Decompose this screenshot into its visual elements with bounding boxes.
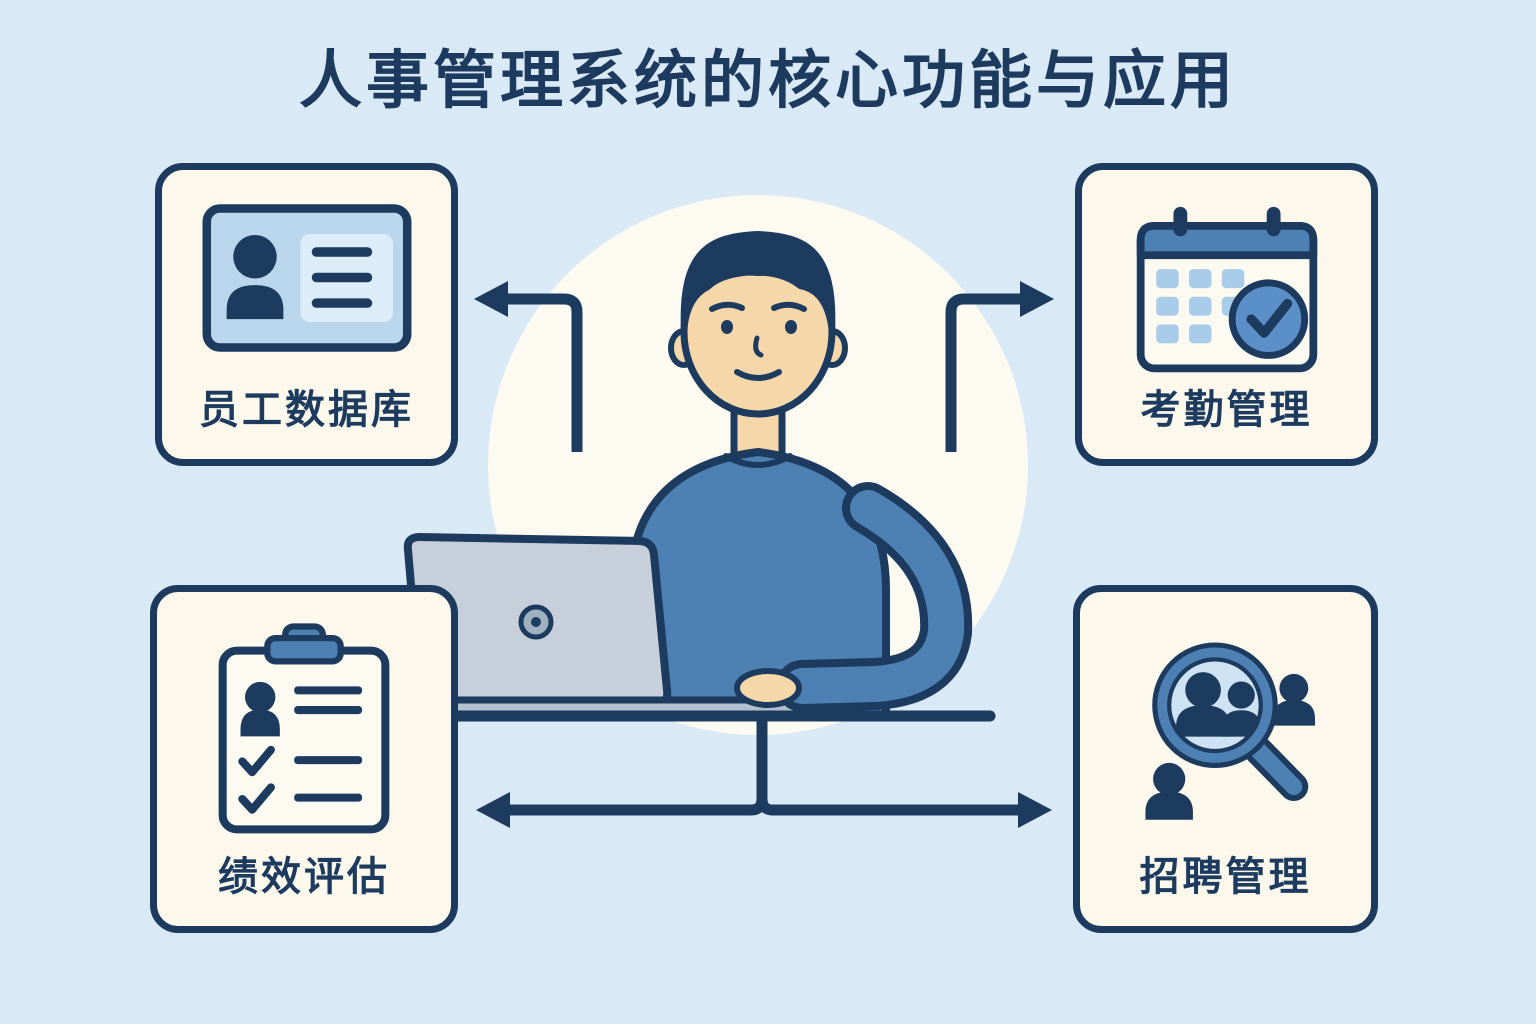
node-employee-database: 员工数据库 — [155, 163, 458, 466]
label-attendance-management: 考勤管理 — [1140, 387, 1313, 433]
magnifier-candidates-icon — [1144, 642, 1315, 820]
arrow-bottom — [476, 712, 1052, 828]
label-recruitment-management: 招聘管理 — [1139, 854, 1312, 900]
node-performance-evaluation: 绩效评估 — [150, 585, 458, 933]
id-card-icon — [202, 204, 411, 352]
hair — [680, 231, 836, 335]
node-attendance-management: 考勤管理 — [1075, 163, 1378, 466]
label-employee-database: 员工数据库 — [199, 387, 414, 433]
checkmark — [238, 745, 275, 777]
label-performance-evaluation: 绩效评估 — [218, 854, 390, 900]
calendar-check-icon — [1136, 206, 1317, 373]
eye — [721, 320, 733, 334]
arrow-top-left — [474, 281, 583, 452]
arrow-top-right — [945, 281, 1054, 452]
node-recruitment-management: 招聘管理 — [1073, 585, 1378, 933]
person-figure — [626, 231, 890, 720]
clipboard-checklist-icon — [218, 623, 390, 834]
checkmark — [1245, 298, 1292, 338]
hand — [734, 668, 802, 708]
page-title: 人事管理系统的核心功能与应用 — [299, 44, 1237, 117]
checkmark — [238, 783, 275, 814]
arm — [734, 482, 973, 712]
eye — [785, 320, 797, 334]
